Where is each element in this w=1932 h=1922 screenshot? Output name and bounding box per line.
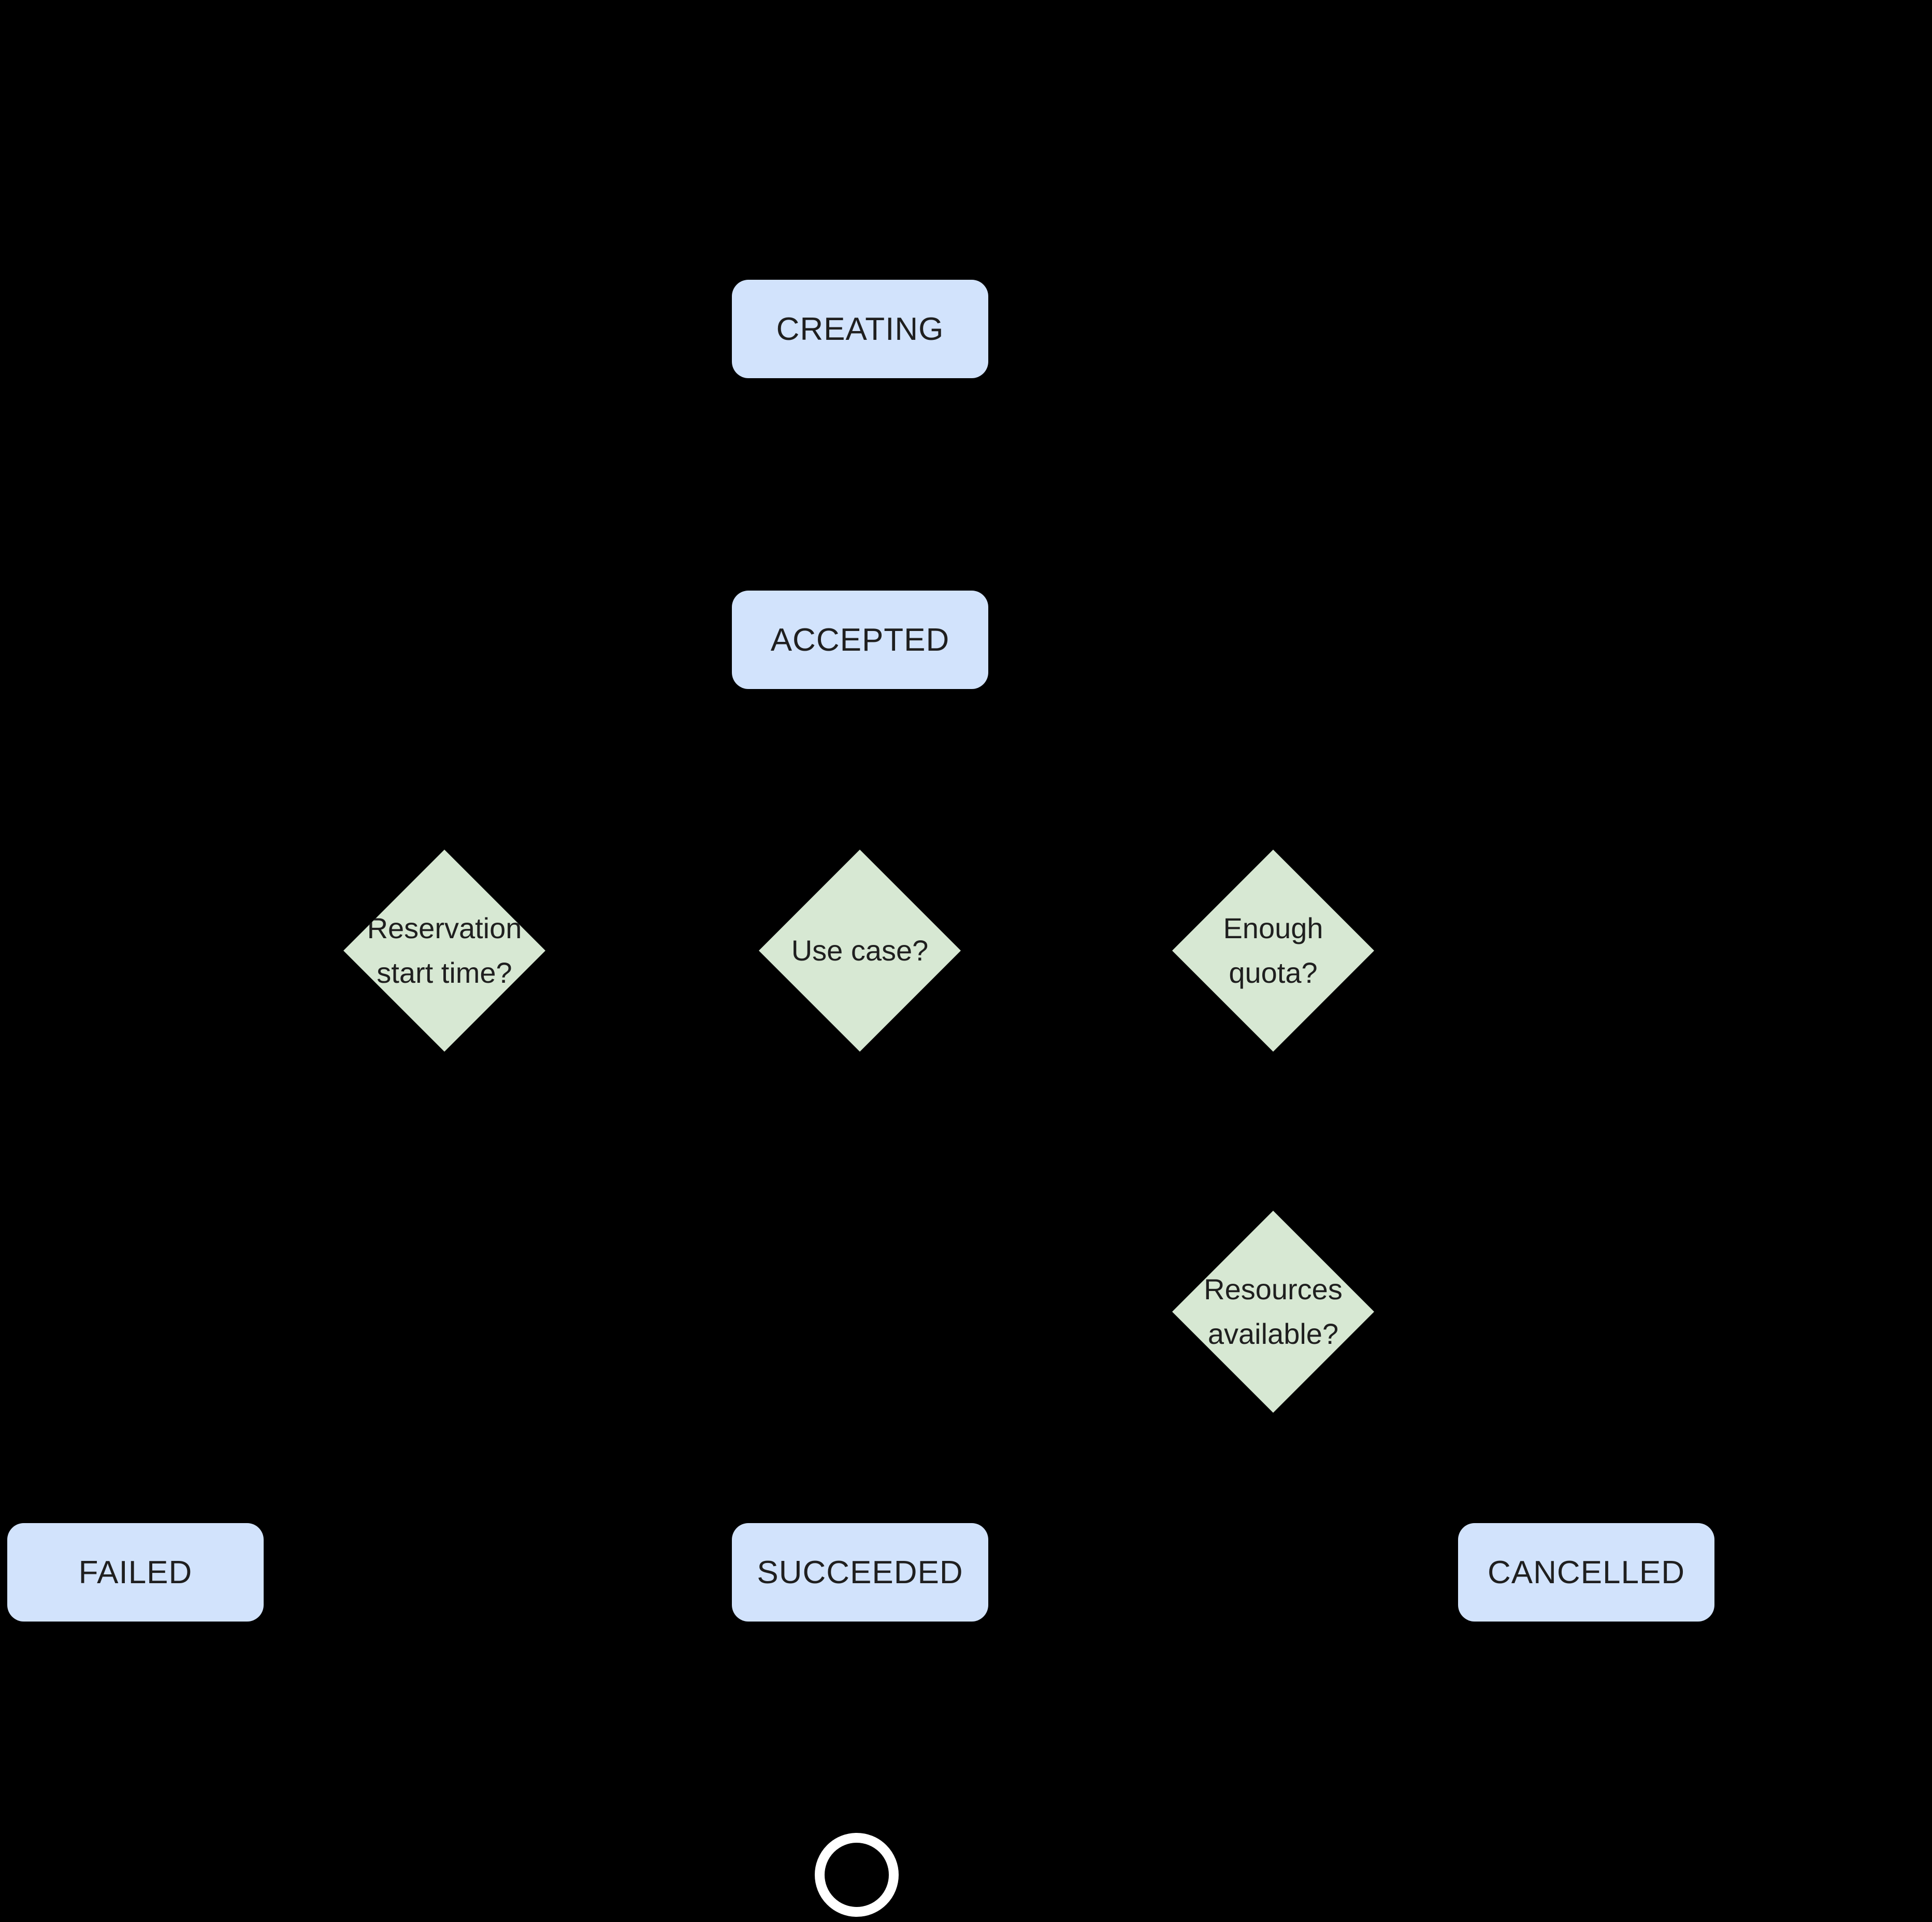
state-creating-label: CREATING <box>776 311 944 347</box>
state-node-succeeded: SUCCEEDED <box>732 1523 988 1622</box>
decision-enough-quota-line2: quota? <box>1229 956 1318 989</box>
state-cancelled-label: CANCELLED <box>1487 1554 1685 1590</box>
decision-resources-line2: available? <box>1207 1317 1339 1350</box>
state-succeeded-label: SUCCEEDED <box>757 1554 963 1590</box>
decision-node-resources-available: Resources available? <box>1172 1211 1374 1413</box>
decision-resources-line1: Resources <box>1204 1273 1343 1306</box>
decision-node-reservation-start-time: Reservation start time? <box>343 850 545 1052</box>
state-failed-label: FAILED <box>78 1554 193 1590</box>
end-state-circle-icon <box>815 1833 899 1917</box>
decision-enough-quota-line1: Enough <box>1223 912 1323 944</box>
decision-node-enough-quota: Enough quota? <box>1172 850 1374 1052</box>
state-node-failed: FAILED <box>7 1523 264 1622</box>
decision-node-use-case: Use case? <box>759 850 961 1052</box>
state-node-creating: CREATING <box>732 280 988 378</box>
state-node-cancelled: CANCELLED <box>1458 1523 1714 1622</box>
decision-reservation-line2: start time? <box>377 956 512 989</box>
decision-reservation-line1: Reservation <box>367 912 522 944</box>
decision-use-case-line1: Use case? <box>791 934 929 967</box>
state-accepted-label: ACCEPTED <box>770 622 950 658</box>
state-node-accepted: ACCEPTED <box>732 591 988 689</box>
